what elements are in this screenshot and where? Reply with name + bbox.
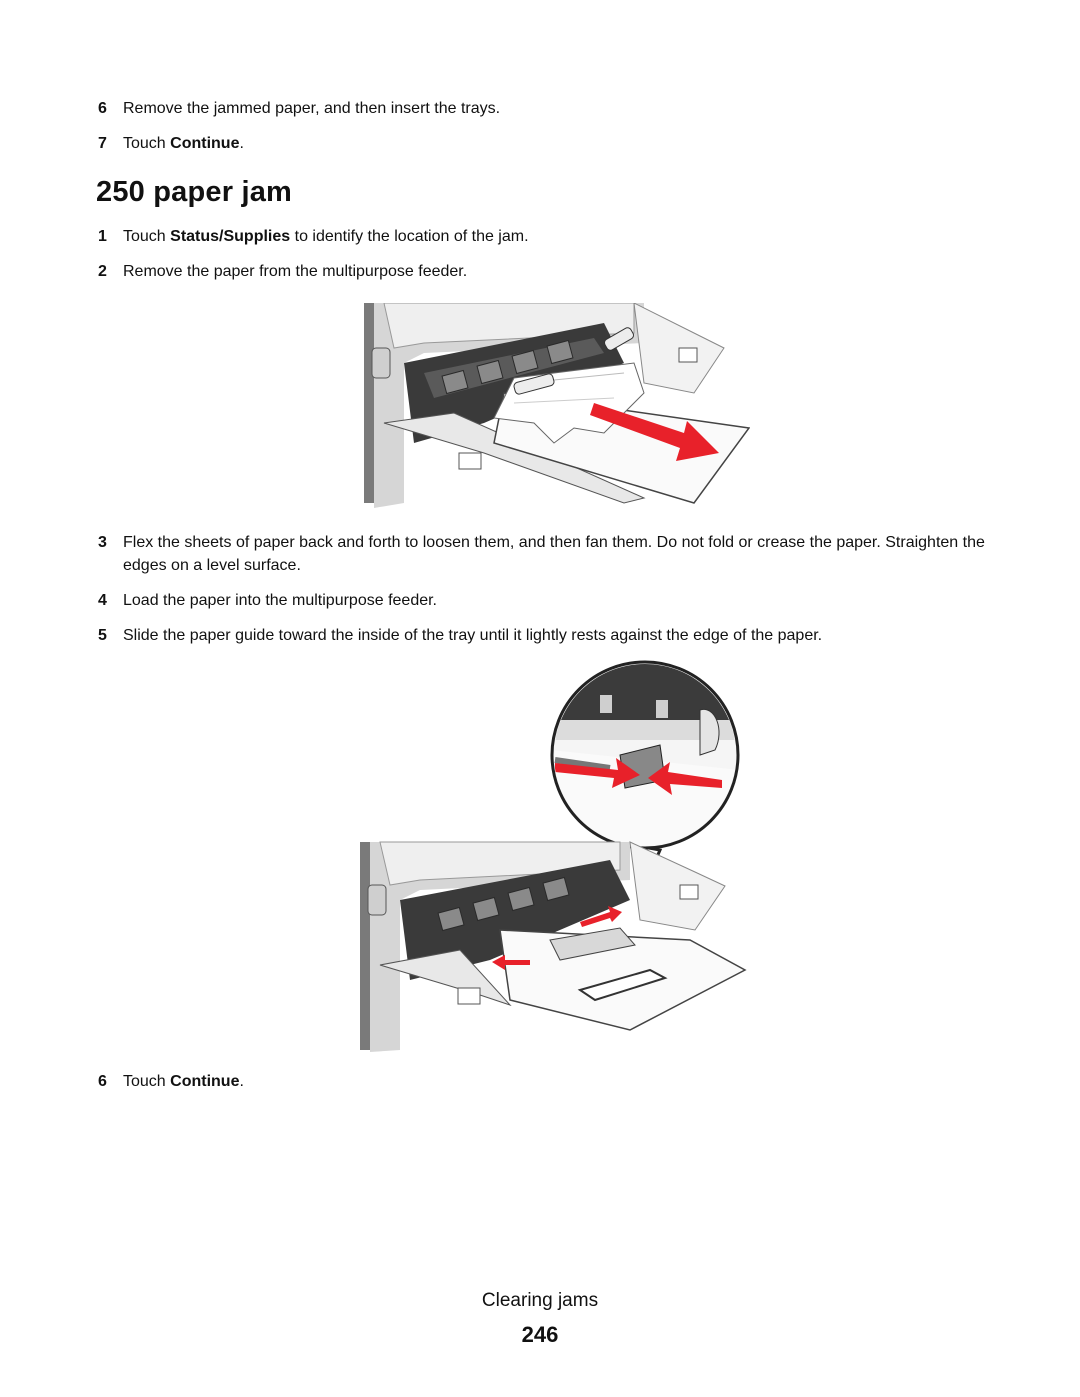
- page-heading: 250 paper jam: [96, 176, 293, 208]
- step-number: 4: [98, 592, 107, 609]
- step-text: Remove the paper from the multipurpose f…: [123, 263, 468, 280]
- step-3-flex-sheets: 3 Flex the sheets of paper back and fort…: [98, 531, 998, 577]
- slide-arrow-right-icon: [648, 762, 722, 795]
- step-7-touch-continue: 7 Touch Continue.: [98, 132, 998, 155]
- step-text: Flex the sheets of paper back and forth …: [123, 534, 985, 574]
- step-text: Remove the jammed paper, and then insert…: [123, 100, 501, 117]
- step-number: 7: [98, 135, 107, 152]
- step-2-remove-paper: 2 Remove the paper from the multipurpose…: [98, 260, 998, 283]
- page-number: 246: [521, 1322, 559, 1347]
- step-1-touch-status-supplies: 1 Touch Status/Supplies to identify the …: [98, 225, 998, 248]
- slide-arrow-left-icon: [555, 758, 640, 788]
- step-number: 1: [98, 228, 107, 245]
- step-6-touch-continue: 6 Touch Continue.: [98, 1070, 998, 1093]
- step-text: Load the paper into the multipurpose fee…: [123, 592, 437, 609]
- status-supplies-label: Status/Supplies: [170, 228, 291, 245]
- continue-label: Continue: [170, 1073, 240, 1090]
- step-number: 2: [98, 263, 107, 280]
- step-number: 3: [98, 534, 107, 551]
- step-5-slide-paper-guide: 5 Slide the paper guide toward the insid…: [98, 624, 998, 647]
- pull-arrow-icon: [590, 403, 719, 461]
- remove-paper-illustration: [364, 303, 750, 513]
- step-number: 5: [98, 627, 107, 644]
- step-text: Touch Continue.: [123, 1073, 244, 1090]
- paper-guide-illustration: [360, 660, 750, 1055]
- continue-label: Continue: [170, 135, 240, 152]
- guide-arrow-left-icon: [492, 955, 530, 970]
- guide-arrow-icon: [580, 906, 622, 927]
- step-4-load-paper: 4 Load the paper into the multipurpose f…: [98, 589, 998, 612]
- step-6-remove-jammed-paper: 6 Remove the jammed paper, and then inse…: [98, 97, 998, 120]
- step-text: Slide the paper guide toward the inside …: [123, 627, 823, 644]
- step-text: Touch Continue.: [123, 135, 244, 152]
- step-number: 6: [98, 1073, 107, 1090]
- footer-section-title: Clearing jams: [481, 1290, 599, 1311]
- step-text: Touch Status/Supplies to identify the lo…: [123, 228, 529, 245]
- step-number: 6: [98, 100, 107, 117]
